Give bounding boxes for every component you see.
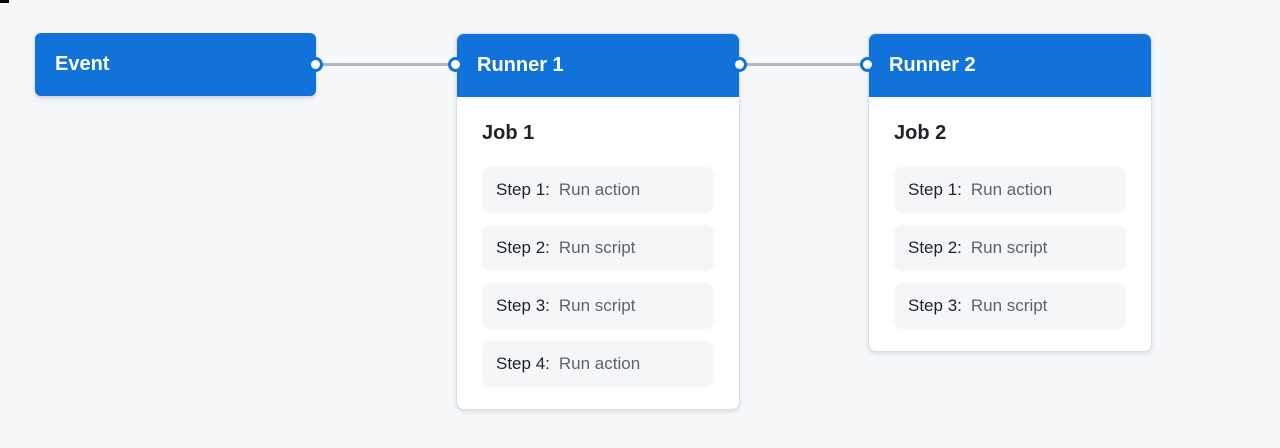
step-name: Step 1: <box>496 180 550 199</box>
step-name: Step 3: <box>908 296 962 315</box>
job-1-step-1: Step 1: Run action <box>482 167 714 213</box>
step-description: Run script <box>970 238 1048 257</box>
connector-dot-runner1-left <box>448 57 463 72</box>
connector-line-runner1-runner2 <box>740 63 868 66</box>
screenshot-corner-artifact <box>0 0 9 3</box>
event-node: Event <box>35 33 316 96</box>
step-name: Step 2: <box>908 238 962 257</box>
runner-1-card: Runner 1 Job 1 Step 1: Run action Step 2… <box>456 33 740 410</box>
step-description: Run script <box>558 296 636 315</box>
runner-1-label: Runner 1 <box>477 54 564 76</box>
runner-1-header: Runner 1 <box>457 34 739 97</box>
step-description: Run action <box>970 180 1053 199</box>
connector-dot-event-right <box>308 57 323 72</box>
step-name: Step 3: <box>496 296 550 315</box>
step-name: Step 1: <box>908 180 962 199</box>
step-name: Step 2: <box>496 238 550 257</box>
job-2-step-2: Step 2: Run script <box>894 225 1126 271</box>
job-1-step-4: Step 4: Run action <box>482 341 714 387</box>
step-description: Run action <box>558 354 641 373</box>
event-label: Event <box>55 53 110 75</box>
runner-2-body: Job 2 Step 1: Run action Step 2: Run scr… <box>869 97 1151 351</box>
job-2-step-1: Step 1: Run action <box>894 167 1126 213</box>
step-description: Run script <box>558 238 636 257</box>
job-2-label: Job 2 <box>894 122 947 144</box>
step-name: Step 4: <box>496 354 550 373</box>
job-1-step-3: Step 3: Run script <box>482 283 714 329</box>
runner-1-body: Job 1 Step 1: Run action Step 2: Run scr… <box>457 97 739 409</box>
job-1-step-2: Step 2: Run script <box>482 225 714 271</box>
connector-dot-runner2-left <box>860 57 875 72</box>
step-description: Run action <box>558 180 641 199</box>
runner-2-card: Runner 2 Job 2 Step 1: Run action Step 2… <box>868 33 1152 352</box>
runner-2-header: Runner 2 <box>869 34 1151 97</box>
runner-2-label: Runner 2 <box>889 54 976 76</box>
job-1-label: Job 1 <box>482 122 535 144</box>
connector-dot-runner1-right <box>732 57 747 72</box>
connector-line-event-runner1 <box>316 63 456 66</box>
job-2-step-3: Step 3: Run script <box>894 283 1126 329</box>
step-description: Run script <box>970 296 1048 315</box>
